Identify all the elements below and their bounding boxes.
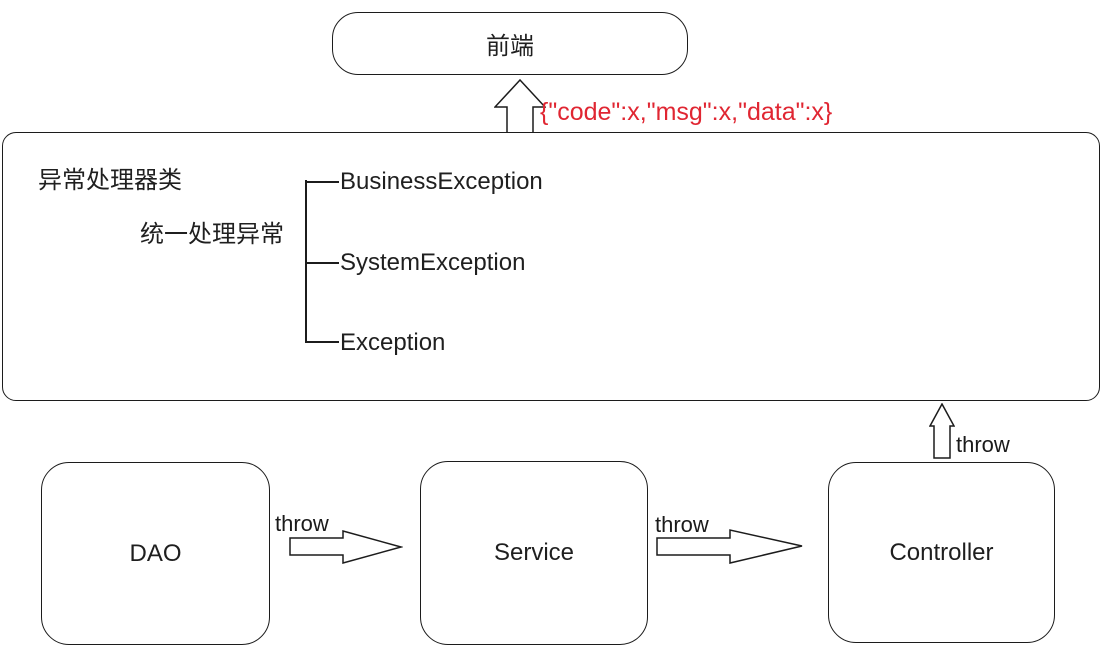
- throw-label-service-controller: throw: [655, 512, 709, 537]
- handler-box-subtitle: 统一处理异常: [140, 221, 284, 248]
- arrow-right-service-to-controller-icon: [656, 529, 803, 564]
- bracket-tick-business: [305, 181, 339, 183]
- arrow-up-controller-to-handler-icon: [929, 403, 955, 459]
- dao-node-label: DAO: [129, 539, 182, 567]
- exception-item-exception: Exception: [340, 329, 446, 356]
- throw-label-dao-service: throw: [275, 511, 329, 536]
- throw-label-controller-handler: throw: [956, 432, 1010, 457]
- bracket-vertical-line: [305, 180, 307, 343]
- arrow-up-handler-to-frontend-icon: [494, 79, 546, 134]
- bracket-tick-exception: [305, 341, 339, 343]
- exception-item-business: BusinessException: [340, 168, 543, 195]
- exception-item-system: SystemException: [340, 249, 526, 276]
- frontend-node: 前端: [332, 12, 688, 75]
- controller-node: Controller: [828, 462, 1055, 643]
- service-node: Service: [420, 461, 648, 645]
- service-node-label: Service: [493, 539, 575, 566]
- exception-handler-box: [2, 132, 1100, 401]
- arrow-right-dao-to-service-icon: [289, 530, 403, 564]
- controller-node-label: Controller: [889, 538, 994, 566]
- handler-box-title: 异常处理器类: [38, 167, 182, 194]
- bracket-tick-system: [305, 262, 339, 264]
- response-annotation: {"code":x,"msg":x,"data":x}: [540, 98, 833, 126]
- frontend-node-label: 前端: [486, 33, 534, 60]
- dao-node: DAO: [41, 462, 270, 645]
